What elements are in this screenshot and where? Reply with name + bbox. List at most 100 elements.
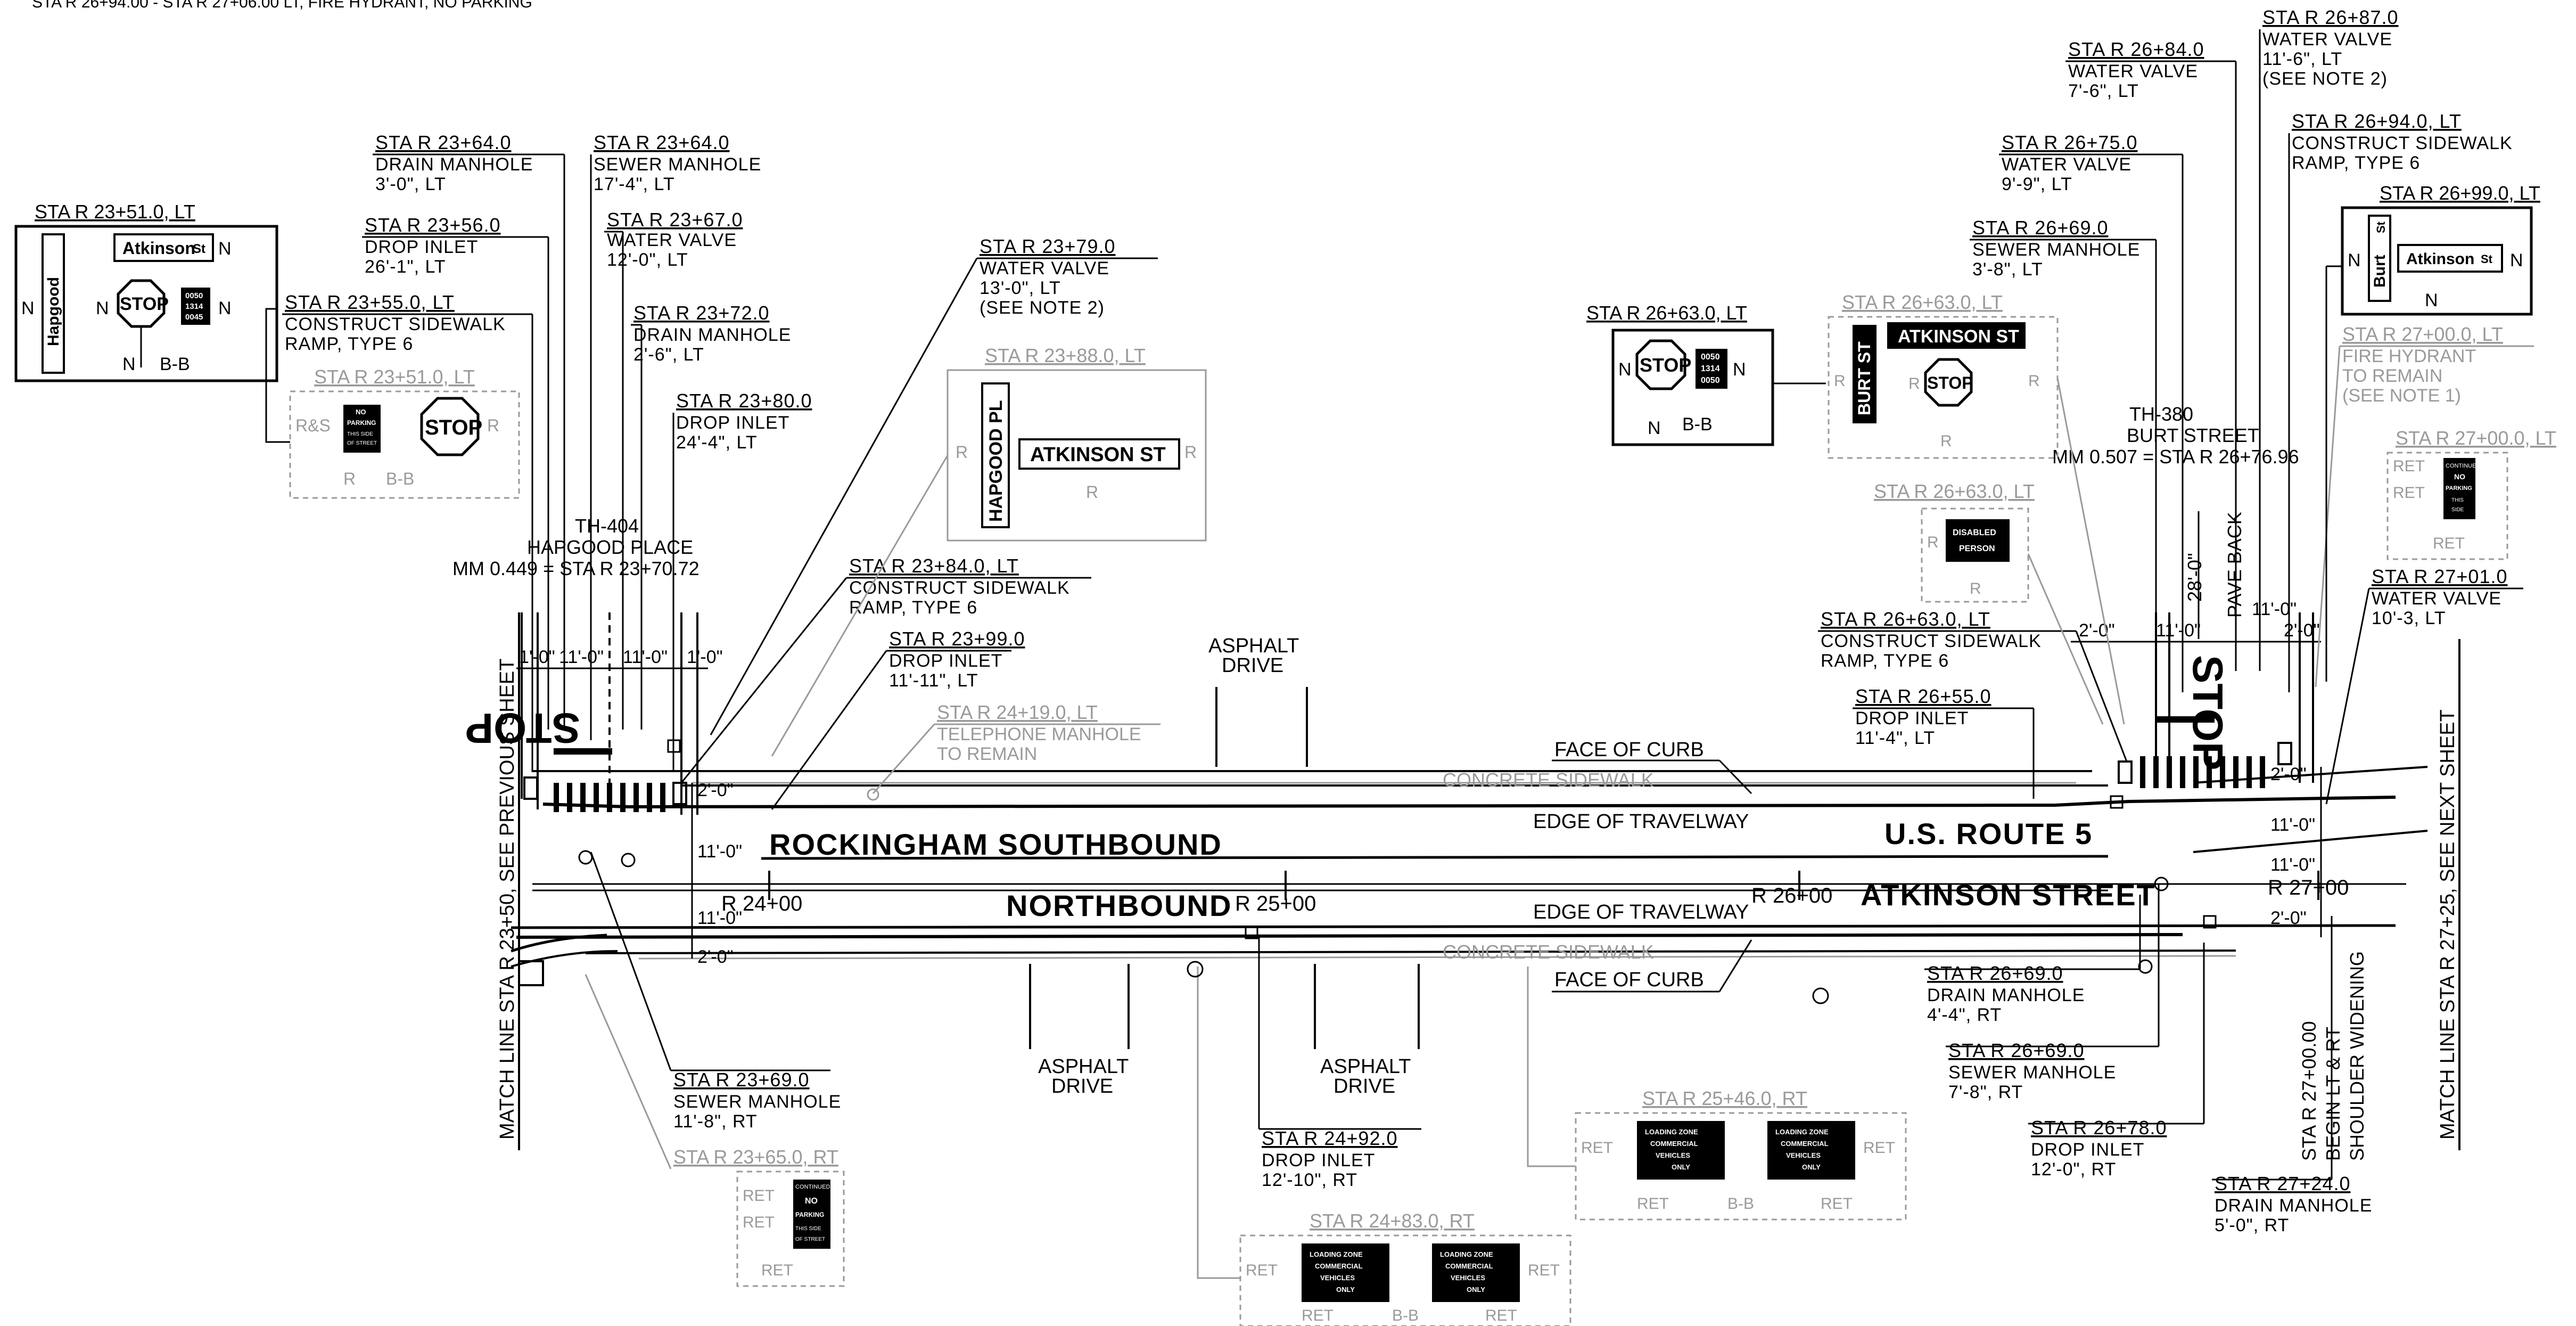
face-of-curb-south: FACE OF CURB bbox=[1554, 969, 1704, 991]
co-2367-1: WATER VALVE bbox=[607, 230, 737, 250]
asphalt-drive-lines bbox=[1029, 687, 1420, 1049]
sb2546-lz1-2: COMMERCIAL bbox=[1650, 1140, 1698, 1148]
sb2351e-r2: R bbox=[343, 469, 356, 488]
begin-widening: STA R 27+00.00 BEGIN LT & RT SHOULDER WI… bbox=[2298, 951, 2368, 1161]
sidewalk-labels: CONCRETE SIDEWALK CONCRETE SIDEWALK bbox=[1443, 769, 1654, 963]
hap-dim-side-3: 11'-0" bbox=[697, 908, 742, 928]
sb2546-lz1-4: ONLY bbox=[1672, 1163, 1690, 1171]
line-leaders bbox=[1552, 759, 1752, 993]
sb2546-lz2-3: VEHICLES bbox=[1786, 1151, 1821, 1159]
hap-th: TH-404 bbox=[575, 515, 639, 537]
sb2351n-stop-sign bbox=[117, 279, 166, 328]
sb2700-np-1: CONTINUED bbox=[2446, 463, 2480, 469]
road-atkinson: ATKINSON STREET bbox=[1861, 878, 2156, 912]
sb2483-ret1: RET bbox=[1246, 1262, 1278, 1279]
sb2351n-sta: STA R 23+51.0, LT bbox=[35, 201, 195, 223]
co-2372-sta: STA R 23+72.0 bbox=[633, 302, 770, 324]
sb2351n-n3: N bbox=[96, 298, 109, 318]
hap-stop-marking: STOP bbox=[465, 705, 580, 752]
sb2351n-plaque-2: 1314 bbox=[185, 302, 203, 311]
co-2694-sta: STA R 26+94.0, LT bbox=[2292, 110, 2462, 132]
co-2701-1: WATER VALVE bbox=[2372, 588, 2501, 609]
sb2663n-n2: N bbox=[1733, 359, 1746, 380]
sb2699-suffix2: St bbox=[2481, 252, 2493, 266]
note-2419-2: TO REMAIN bbox=[937, 744, 1037, 764]
sb2483-lz2-3: VEHICLES bbox=[1451, 1274, 1485, 1282]
curb-curve-left bbox=[511, 934, 607, 953]
sb2663d-leader bbox=[2027, 553, 2104, 725]
co-2663-ramp-1: CONSTRUCT SIDEWALK bbox=[1821, 631, 2042, 651]
sb2365-np-5: OF STREET bbox=[795, 1237, 825, 1242]
note-2700-3: (SEE NOTE 1) bbox=[2342, 386, 2461, 406]
co-2655-2: 11'-4", LT bbox=[1855, 728, 1935, 748]
hap-crosswalk bbox=[554, 748, 665, 812]
sb2365-ret2: RET bbox=[743, 1214, 775, 1231]
burt-dim-side-3: 11'-0" bbox=[2270, 855, 2315, 875]
sb2483-ret2: RET bbox=[1528, 1262, 1560, 1279]
road-rockingham: ROCKINGHAM SOUTHBOUND bbox=[769, 828, 1222, 861]
sb2663n-plaque-2: 1314 bbox=[1701, 364, 1720, 373]
sb2351e-np-3: THIS SIDE bbox=[347, 431, 373, 437]
co-2687-3: (SEE NOTE 2) bbox=[2262, 69, 2388, 89]
leaders-top-left bbox=[282, 153, 1158, 810]
sb2351n-n2: N bbox=[21, 298, 35, 318]
sb2546-ret3: RET bbox=[1637, 1195, 1669, 1213]
sb2483-sta: STA R 24+83.0, RT bbox=[1310, 1210, 1475, 1232]
co-2669-drain-2: 4'-4", RT bbox=[1927, 1005, 2002, 1025]
co-2367-sta: STA R 23+67.0 bbox=[607, 209, 743, 231]
widening-right-2 bbox=[2193, 766, 2428, 784]
asphalt-2-a: ASPHALT bbox=[1038, 1055, 1129, 1078]
co-2724-2: 5'-0", RT bbox=[2215, 1215, 2289, 1235]
sb2546-ret4: RET bbox=[1821, 1195, 1853, 1213]
sb2351e-np-1: NO bbox=[356, 408, 366, 416]
edge-travelway-north bbox=[761, 855, 2109, 860]
match-line-left: MATCH LINE STA R 23+50, SEE PREVIOUS SHE… bbox=[496, 659, 519, 1140]
co-2364-drain-sta: STA R 23+64.0 bbox=[375, 132, 512, 153]
begin-widening-1: STA R 27+00.00 bbox=[2298, 1021, 2320, 1161]
match-line-right: MATCH LINE STA R 27+25, SEE NEXT SHEET bbox=[2437, 709, 2459, 1140]
co-2684-2: 7'-6", LT bbox=[2068, 81, 2139, 101]
begin-widening-2: BEGIN LT & RT bbox=[2322, 1027, 2344, 1161]
concrete-sidewalk-north: CONCRETE SIDEWALK bbox=[1443, 769, 1654, 791]
sign-box-2351-ex: STA R 23+51.0, LT R&S NO PARKING THIS SI… bbox=[289, 366, 520, 499]
co-2380-sta: STA R 23+80.0 bbox=[676, 390, 812, 412]
sign-box-2365: STA R 23+65.0, RT RET RET RET CONTINUED … bbox=[673, 1146, 845, 1287]
sb2663e-r1: R bbox=[1834, 372, 1846, 390]
road-northbound: NORTHBOUND bbox=[1006, 889, 1232, 922]
sb2388-leader bbox=[771, 455, 949, 757]
burt-ramp-right bbox=[2277, 742, 2292, 765]
sb2663d-sign-2: PERSON bbox=[1959, 544, 1995, 553]
sb2388-sta: STA R 23+88.0, LT bbox=[985, 345, 1146, 366]
sb2546-lz1-3: VEHICLES bbox=[1656, 1151, 1690, 1159]
sb2365-np-1: CONTINUED bbox=[795, 1184, 830, 1190]
sb2700-np-4: THIS bbox=[2451, 497, 2464, 503]
widening-right bbox=[2193, 830, 2428, 853]
sb2699-street1: Burt bbox=[2371, 255, 2389, 288]
co-2675-1: WATER VALVE bbox=[2002, 154, 2131, 175]
utility-symbols bbox=[578, 739, 2217, 1004]
sb2663n-stop: STOP bbox=[1640, 354, 1691, 376]
leaders-top-right bbox=[1818, 29, 2523, 805]
sb2546-lz2-4: ONLY bbox=[1802, 1163, 1821, 1171]
note-2700-2: TO REMAIN bbox=[2342, 366, 2442, 386]
co-2355-1: CONSTRUCT SIDEWALK bbox=[285, 314, 506, 334]
sb2351e-np-4: OF STREET bbox=[347, 440, 377, 446]
co-2694-2: RAMP, TYPE 6 bbox=[2292, 153, 2420, 173]
sb2663n-n3: N bbox=[1648, 418, 1661, 438]
sb2483-lz2-1: LOADING ZONE bbox=[1440, 1250, 1493, 1258]
sb2351-leader bbox=[265, 308, 290, 443]
burt-dim-side-4: 2'-0" bbox=[2270, 908, 2307, 928]
sb2546-lz2-1: LOADING ZONE bbox=[1775, 1128, 1829, 1136]
sb2365-sta: STA R 23+65.0, RT bbox=[673, 1146, 838, 1168]
curb-south bbox=[516, 933, 2183, 939]
asphalt-1-b: DRIVE bbox=[1222, 654, 1283, 677]
sign-box-2388: STA R 23+88.0, LT HAPGOOD PL ATKINSON ST… bbox=[947, 345, 1207, 542]
asphalt-3-a: ASPHALT bbox=[1320, 1055, 1411, 1078]
sb2699-sta: STA R 26+99.0, LT bbox=[2380, 182, 2540, 204]
burt-mm: MM 0.507 = STA R 26+76.96 bbox=[2052, 446, 2299, 468]
sign-box-2546: STA R 25+46.0, RT RET LOADING ZONE COMME… bbox=[1575, 1087, 1907, 1221]
face-of-curb-north: FACE OF CURB bbox=[1554, 739, 1704, 761]
roadway bbox=[511, 766, 2428, 986]
sb2351n-plaque-3: 0045 bbox=[185, 313, 203, 322]
burt-dim-side-1: 2'-0" bbox=[2270, 764, 2307, 784]
